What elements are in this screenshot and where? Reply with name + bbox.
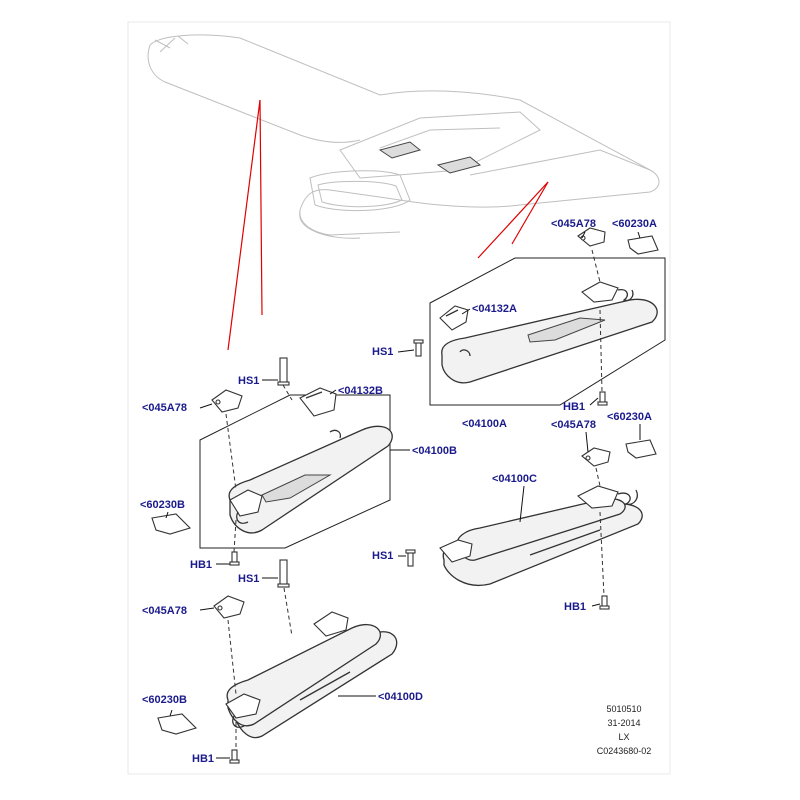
visor-04100c	[442, 498, 643, 586]
pivot-bracket-a	[581, 281, 634, 303]
callout-04100a: <04100A	[462, 418, 507, 430]
locator-lines	[227, 99, 549, 351]
assembly-line-b-top	[225, 413, 237, 491]
screw-hb1-d	[229, 749, 240, 764]
info-line-1: 5010510	[606, 704, 641, 714]
assembly-line-c-top	[595, 467, 601, 487]
callout-hb1-b: HB1	[190, 559, 212, 571]
assembly-line-a-top	[591, 249, 601, 283]
clip-04132a	[439, 305, 469, 331]
callout-045a78-top: <045A78	[551, 218, 596, 230]
info-line-4: C0243680-02	[597, 746, 652, 756]
screw-hb1-a	[597, 391, 608, 406]
assembly-line-b-bottom	[233, 519, 237, 553]
callout-hs1-d: HS1	[238, 573, 259, 585]
callout-60230a-top: <60230A	[612, 218, 657, 230]
callout-04132a: <04132A	[472, 303, 517, 315]
callout-045a78-mid: <045A78	[551, 419, 596, 431]
screw-hs1-a	[413, 339, 424, 357]
clip-04132b	[299, 387, 337, 417]
callout-hs1-c: HS1	[372, 550, 393, 562]
drawing-frame	[127, 21, 671, 775]
assembly-line-d-screw	[283, 587, 293, 637]
callout-04100b: <04100B	[412, 445, 457, 457]
bracket-045a78-d	[213, 595, 245, 619]
screw-hs1-b	[277, 357, 290, 386]
visor-04100b	[228, 425, 393, 534]
screw-hs1-c	[405, 549, 416, 567]
assembly-line-c-bottom	[599, 511, 605, 597]
clip-c	[439, 539, 473, 563]
bracket-045a78-mid	[581, 447, 611, 467]
cover-60230a-top	[627, 235, 659, 255]
callout-04132b: <04132B	[338, 385, 383, 397]
pivot-bracket-c	[577, 485, 638, 509]
pivot-bracket-b	[229, 489, 263, 524]
drawing-info-block: 5010510 31-2014 LX C0243680-02	[597, 704, 652, 756]
callout-04100d: <04100D	[378, 691, 423, 703]
clip-d	[313, 611, 349, 637]
callout-hb1-d: HB1	[192, 753, 214, 765]
cover-60230b-top	[151, 513, 192, 535]
callout-hb1-a: HB1	[563, 401, 585, 413]
callout-60230b-bottom: <60230B	[142, 694, 187, 706]
callout-60230a-mid: <60230A	[607, 411, 652, 423]
assembly-line-b-screw	[282, 384, 293, 401]
cover-60230a-mid	[625, 439, 657, 459]
callout-hb1-c: HB1	[564, 601, 586, 613]
bracket-045a78-b	[211, 389, 243, 413]
callout-labels: <045A78 <60230A <04132A HS1 HB1 <04100A …	[140, 218, 657, 765]
leader-lines	[165, 231, 641, 759]
cover-60230b-bottom	[157, 713, 198, 735]
callout-hs1-b: HS1	[238, 375, 259, 387]
overhead-console-grilles	[378, 141, 482, 174]
assembly-outline-04100b	[199, 394, 391, 549]
screw-hb1-c	[599, 595, 610, 610]
info-line-2: 31-2014	[607, 718, 640, 728]
visor-04100d	[226, 623, 398, 739]
info-line-3: LX	[618, 732, 629, 742]
callout-045a78-d: <045A78	[142, 605, 187, 617]
headliner-outline	[147, 34, 660, 239]
callout-60230b-top: <60230B	[140, 499, 185, 511]
assembly-line-d-top	[227, 619, 237, 695]
callout-04100c: <04100C	[492, 473, 537, 485]
assembly-outline-04100a	[429, 257, 666, 406]
callout-hs1-a: HS1	[372, 346, 393, 358]
callout-045a78-b: <045A78	[142, 402, 187, 414]
screw-hs1-d	[277, 559, 290, 588]
visor-04100a	[441, 298, 658, 384]
pivot-bracket-d	[225, 693, 261, 728]
